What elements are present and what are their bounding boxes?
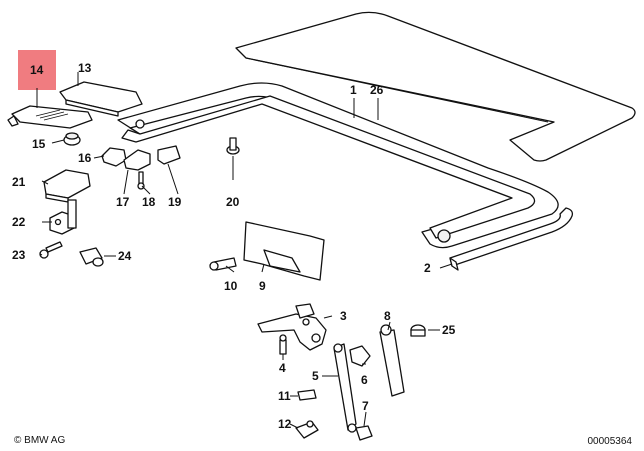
part-22-hinge[interactable] (49, 199, 77, 235)
callout-20: 20 (226, 195, 240, 209)
leader-lines (36, 72, 453, 429)
callout-3: 3 (340, 309, 347, 323)
callout-11: 11 (278, 389, 291, 403)
part-24-bushing[interactable] (79, 247, 104, 267)
callout-25: 25 (442, 323, 456, 337)
part-2-seal-strip[interactable] (449, 207, 574, 271)
callout-19: 19 (168, 195, 182, 209)
callout-1: 1 (350, 83, 357, 97)
callout-22: 22 (12, 215, 26, 229)
callout-15: 15 (32, 137, 46, 151)
part-26-cover-panel[interactable] (235, 11, 636, 162)
part-5-gas-strut[interactable] (333, 343, 357, 433)
callout-9: 9 (259, 279, 266, 293)
part-3-hinge-assembly[interactable] (257, 303, 327, 351)
callout-24: 24 (118, 249, 132, 263)
part-14-bracket[interactable] (7, 105, 93, 129)
callout-2: 2 (424, 261, 431, 275)
callout-17: 17 (116, 195, 130, 209)
callout-5: 5 (312, 369, 319, 383)
callout-4: 4 (279, 361, 286, 375)
callout-13: 13 (78, 61, 92, 75)
part-17-catch[interactable] (123, 149, 151, 171)
copyright-label: © BMW AG (14, 435, 66, 446)
part-21-lock-housing[interactable] (43, 169, 91, 203)
part-23-screw[interactable] (39, 241, 63, 259)
callout-14-highlight (18, 50, 56, 90)
part-6-bump-stop[interactable] (349, 345, 371, 367)
callout-18: 18 (142, 195, 156, 209)
part-20-pin[interactable] (226, 137, 240, 180)
callout-10: 10 (224, 279, 238, 293)
part-9-mounting-plate[interactable] (243, 221, 325, 281)
part-19-guide[interactable] (157, 145, 181, 165)
callout-23: 23 (12, 248, 26, 262)
callout-6: 6 (361, 373, 368, 387)
callout-7: 7 (362, 399, 369, 413)
callout-labels: 1 26 13 14 15 16 17 18 19 20 21 22 23 24… (12, 61, 456, 431)
part-18-screw[interactable] (137, 171, 145, 190)
part-8-strut-cylinder[interactable] (379, 324, 405, 397)
callout-21: 21 (12, 175, 26, 189)
part-4-screw[interactable] (279, 334, 287, 355)
part-1-roof-frame[interactable] (117, 82, 559, 249)
part-25-cap[interactable] (410, 324, 426, 337)
callout-8: 8 (384, 309, 391, 323)
callout-14: 14 (30, 63, 44, 77)
callout-16: 16 (78, 151, 92, 165)
part-12-hinge-pin[interactable] (295, 420, 319, 439)
part-10-pin[interactable] (209, 257, 237, 271)
part-11-pad[interactable] (297, 389, 317, 401)
part-15-screw[interactable] (63, 132, 81, 146)
callout-26: 26 (370, 83, 384, 97)
part-7-clip[interactable] (355, 425, 373, 441)
diagram-number: 00005364 (587, 436, 633, 447)
callout-12: 12 (278, 417, 292, 431)
part-16-clip[interactable] (101, 147, 127, 167)
part-13-cover-plate[interactable] (59, 81, 143, 117)
